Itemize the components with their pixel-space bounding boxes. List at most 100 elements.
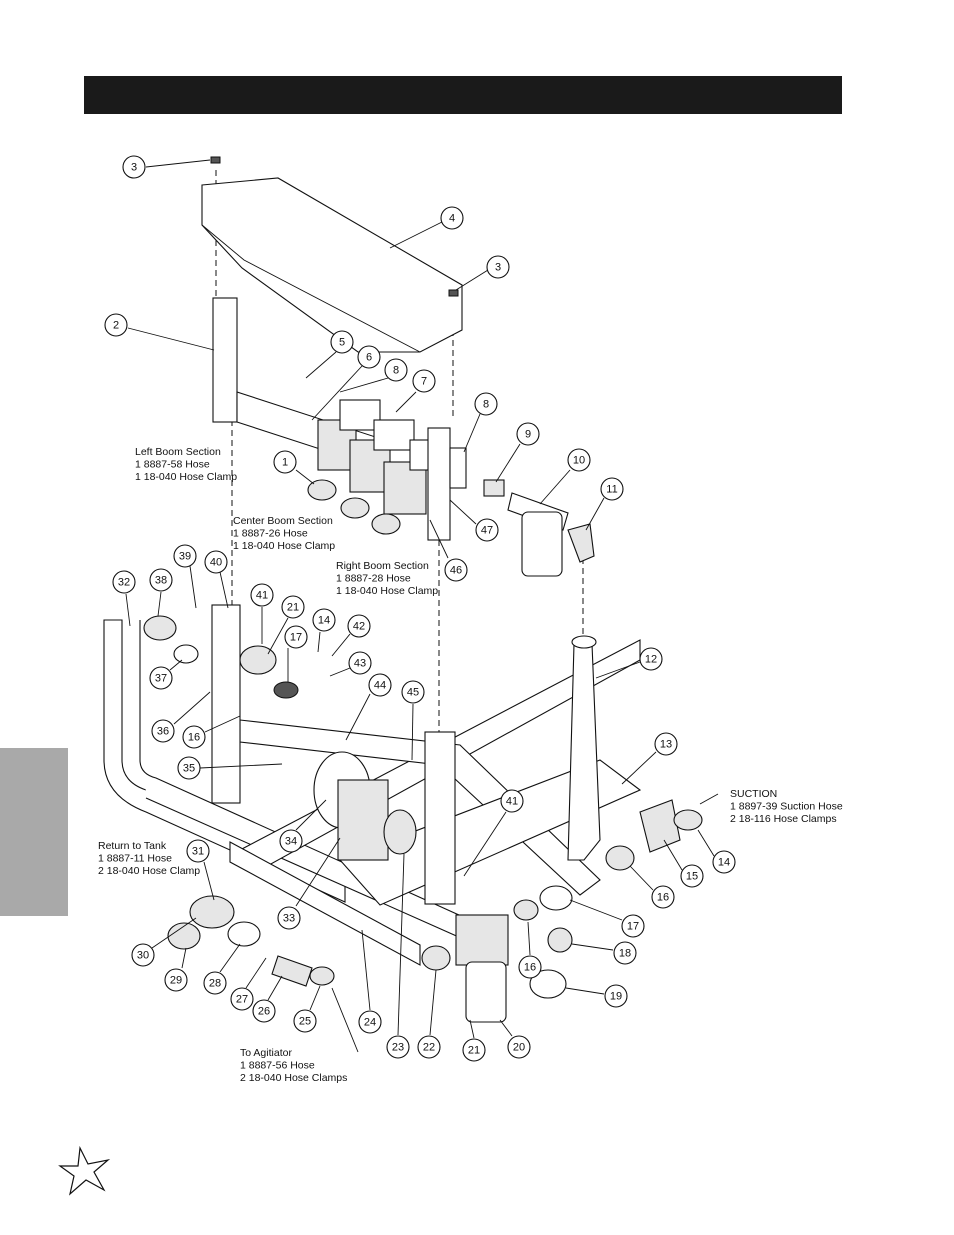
hose-note-line: Return to Tank xyxy=(98,840,167,852)
hose-note-line: 2 18-116 Hose Clamps xyxy=(730,813,837,825)
callout-number: 31 xyxy=(192,846,204,858)
callout-number: 38 xyxy=(155,575,167,587)
callout-circle xyxy=(412,369,436,393)
callout-circle xyxy=(330,330,354,354)
callout-number: 47 xyxy=(481,525,493,537)
callout-46: 46 xyxy=(444,558,468,582)
callout-circle xyxy=(368,673,392,697)
callout-circle xyxy=(112,570,136,594)
callout-6: 6 xyxy=(357,345,381,369)
callout-26: 26 xyxy=(252,999,276,1023)
hose-note-line: 1 18-040 Hose Clamp xyxy=(336,585,438,597)
callout-number: 5 xyxy=(339,337,345,349)
callout-number: 24 xyxy=(364,1017,376,1029)
callout-circle xyxy=(712,850,736,874)
callout-number: 19 xyxy=(610,991,622,1003)
hose-note-line: Center Boom Section xyxy=(233,515,333,527)
callout-33: 33 xyxy=(277,906,301,930)
flange xyxy=(449,447,467,489)
callout-circle xyxy=(604,984,628,1008)
callout-number: 8 xyxy=(393,365,399,377)
callout-35: 35 xyxy=(177,756,201,780)
callout-11: 11 xyxy=(600,477,624,501)
callout-number: 14 xyxy=(718,857,730,869)
callout-circle xyxy=(252,999,276,1023)
hose-barb xyxy=(273,681,299,699)
callout-number: 25 xyxy=(299,1016,311,1028)
callout-number: 7 xyxy=(421,376,427,388)
callout-43: 43 xyxy=(348,651,372,675)
callout-40: 40 xyxy=(204,550,228,574)
callout-circle xyxy=(277,906,301,930)
callout-32: 32 xyxy=(112,570,136,594)
callout-number: 12 xyxy=(645,654,657,666)
elbow-hose-barb xyxy=(567,523,595,563)
callout-circle xyxy=(357,345,381,369)
callout-number: 33 xyxy=(283,913,295,925)
hose-note-line: 1 18-040 Hose Clamp xyxy=(233,540,335,552)
callout-number: 16 xyxy=(524,962,536,974)
callout-36: 36 xyxy=(151,719,175,743)
callout-number: 14 xyxy=(318,615,330,627)
callout-circle xyxy=(386,1035,410,1059)
callout-number: 22 xyxy=(423,1042,435,1054)
ball-valve xyxy=(271,955,313,987)
callout-number: 17 xyxy=(627,921,639,933)
callout-41: 41 xyxy=(250,583,274,607)
callout-circle xyxy=(347,614,371,638)
hose-note-line: Left Boom Section xyxy=(135,446,221,458)
callout-number: 34 xyxy=(285,836,297,848)
callout-circle xyxy=(384,358,408,382)
callout-circle xyxy=(104,313,128,337)
callout-circle xyxy=(164,968,188,992)
callout-circle xyxy=(401,680,425,704)
nipple-fitting xyxy=(483,479,505,497)
callout-circle xyxy=(173,544,197,568)
callout-21: 21 xyxy=(462,1038,486,1062)
callout-number: 21 xyxy=(287,602,299,614)
hose-note-line: Right Boom Section xyxy=(336,560,429,572)
callout-16: 16 xyxy=(182,725,206,749)
hose-note-line: 2 18-040 Hose Clamps xyxy=(240,1072,347,1084)
callout-number: 23 xyxy=(392,1042,404,1054)
callout-circle xyxy=(293,1009,317,1033)
coupling xyxy=(605,845,635,871)
callout-3: 3 xyxy=(122,155,146,179)
hose-note-line: 1 8887-56 Hose xyxy=(240,1060,315,1072)
hose-note-line: 1 8887-11 Hose xyxy=(98,853,172,865)
callout-circle xyxy=(284,625,308,649)
callout-22: 22 xyxy=(417,1035,441,1059)
brand-star-logo xyxy=(58,1145,111,1196)
callout-circle xyxy=(182,725,206,749)
callout-circle xyxy=(613,941,637,965)
elbow-fitting xyxy=(371,513,401,535)
callout-18: 18 xyxy=(613,941,637,965)
callout-34: 34 xyxy=(279,829,303,853)
callout-number: 4 xyxy=(449,213,455,225)
callout-number: 8 xyxy=(483,399,489,411)
callout-number: 32 xyxy=(118,577,130,589)
callout-17: 17 xyxy=(621,914,645,938)
callout-number: 28 xyxy=(209,978,221,990)
pressure-gauge xyxy=(167,922,201,950)
hose-note-line: 1 8897-39 Suction Hose xyxy=(730,801,843,813)
callout-9: 9 xyxy=(516,422,540,446)
callout-number: 30 xyxy=(137,950,149,962)
right-upright xyxy=(424,731,456,905)
callout-circle xyxy=(358,1010,382,1034)
callout-13: 13 xyxy=(654,732,678,756)
hose-barb xyxy=(309,966,335,986)
callout-number: 3 xyxy=(131,162,137,174)
pump-motor xyxy=(337,779,389,861)
hose-note-line: 1 8887-28 Hose xyxy=(336,573,411,585)
callout-42: 42 xyxy=(347,614,371,638)
cam-coupler-cap xyxy=(529,969,567,999)
callout-circle xyxy=(440,206,464,230)
callout-41: 41 xyxy=(500,789,524,813)
